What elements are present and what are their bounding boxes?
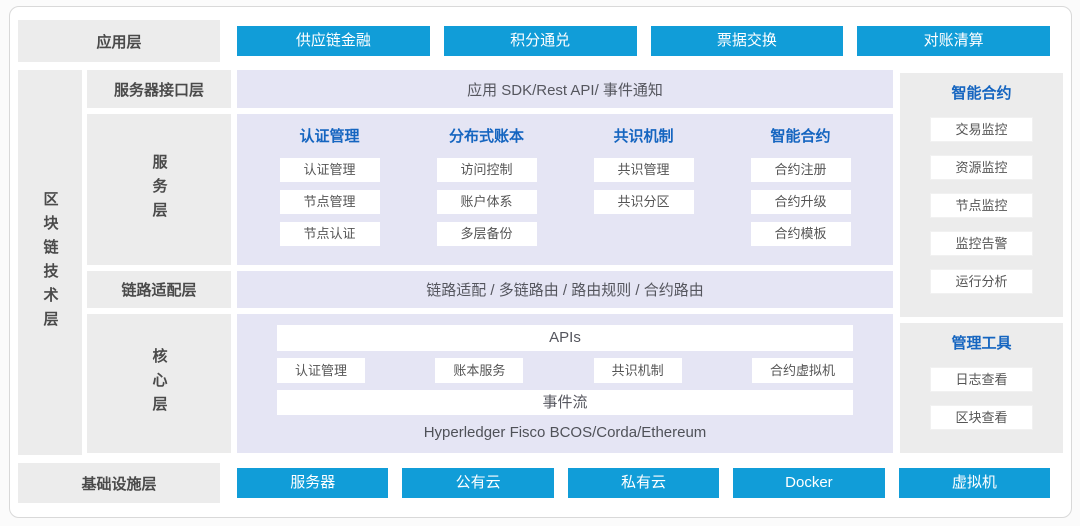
service-item: 共识分区	[593, 190, 694, 214]
interface-layer-label: 服务器接口层	[87, 70, 231, 108]
service-layer-content: 认证管理 认证管理 节点管理 节点认证 分布式账本 访问控制 账户体系 多层备份…	[237, 114, 893, 265]
service-column-smart-contract: 智能合约 合约注册 合约升级 合约模板	[722, 126, 879, 254]
infra-layer-buttons: 服务器 公有云 私有云 Docker 虚拟机	[237, 463, 1051, 503]
app-button-supply-chain-finance[interactable]: 供应链金融	[237, 26, 430, 56]
adapter-layer-label: 链路适配层	[87, 271, 231, 308]
service-item: 账户体系	[436, 190, 537, 214]
core-layer-label: 核心层	[87, 314, 231, 453]
core-module: 账本服务	[435, 358, 524, 383]
app-button-reconciliation[interactable]: 对账清算	[857, 26, 1050, 56]
service-column-ledger: 分布式账本 访问控制 账户体系 多层备份	[408, 126, 565, 254]
service-column-auth: 认证管理 认证管理 节点管理 节点认证	[251, 126, 408, 254]
core-module: 共识机制	[593, 358, 682, 383]
service-item: 共识管理	[593, 158, 694, 182]
app-layer-label: 应用层	[18, 20, 220, 62]
service-item: 认证管理	[279, 158, 380, 182]
panel-item-resource-monitor: 资源监控	[930, 155, 1033, 180]
infra-layer-label: 基础设施层	[18, 463, 220, 503]
infra-button-private-cloud[interactable]: 私有云	[567, 468, 720, 498]
adapter-layer-content: 链路适配 / 多链路由 / 路由规则 / 合约路由	[237, 271, 893, 308]
panel-item-transaction-monitor: 交易监控	[930, 117, 1033, 142]
service-item: 访问控制	[436, 158, 537, 182]
management-tools-panel: 管理工具 日志查看 区块查看	[900, 323, 1063, 453]
smart-contract-panel-title: 智能合约	[951, 85, 1012, 102]
core-apis-bar: APIs	[277, 325, 853, 351]
infra-button-docker[interactable]: Docker	[733, 468, 885, 498]
management-tools-panel-title: 管理工具	[951, 335, 1012, 352]
interface-layer-content: 应用 SDK/Rest API/ 事件通知	[237, 70, 893, 108]
infra-button-vm[interactable]: 虚拟机	[898, 468, 1051, 498]
service-item: 节点管理	[279, 190, 380, 214]
core-platforms-text: Hyperledger Fisco BCOS/Corda/Ethereum	[423, 424, 707, 441]
panel-item-monitor-alert: 监控告警	[930, 231, 1033, 256]
service-column-header: 分布式账本	[448, 128, 524, 145]
panel-item-operation-analysis: 运行分析	[930, 269, 1033, 294]
service-item: 合约模板	[750, 222, 851, 246]
service-layer-label: 服务层	[87, 114, 231, 265]
service-column-header: 智能合约	[770, 128, 831, 145]
service-item: 合约升级	[750, 190, 851, 214]
service-item: 节点认证	[279, 222, 380, 246]
core-module: 合约虚拟机	[751, 358, 853, 383]
panel-item-block-viewer: 区块查看	[930, 405, 1033, 430]
tech-layer-label: 区块链技术层	[18, 70, 82, 455]
core-modules-row: 认证管理 账本服务 共识机制 合约虚拟机	[277, 358, 853, 383]
app-layer-buttons: 供应链金融 积分通兑 票据交换 对账清算	[237, 20, 1050, 62]
infra-button-server[interactable]: 服务器	[237, 468, 389, 498]
infra-button-public-cloud[interactable]: 公有云	[402, 468, 554, 498]
panel-item-node-monitor: 节点监控	[930, 193, 1033, 218]
service-column-header: 共识机制	[613, 128, 674, 145]
core-layer-content: APIs 认证管理 账本服务 共识机制 合约虚拟机 事件流 Hyperledge…	[237, 314, 893, 453]
service-item: 合约注册	[750, 158, 851, 182]
service-column-header: 认证管理	[299, 128, 360, 145]
app-button-points-exchange[interactable]: 积分通兑	[443, 26, 637, 56]
app-button-bill-exchange[interactable]: 票据交换	[650, 26, 844, 56]
panel-item-log-viewer: 日志查看	[930, 367, 1033, 392]
service-column-consensus: 共识机制 共识管理 共识分区	[565, 126, 722, 222]
core-module: 认证管理	[277, 358, 366, 383]
service-item: 多层备份	[436, 222, 537, 246]
smart-contract-panel: 智能合约 交易监控 资源监控 节点监控 监控告警 运行分析	[900, 73, 1063, 317]
core-event-stream-bar: 事件流	[277, 390, 853, 415]
